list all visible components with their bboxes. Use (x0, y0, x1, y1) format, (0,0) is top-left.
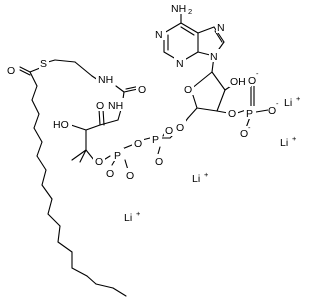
atom-n1: N (155, 29, 163, 41)
atom-oh-ribose: OH (230, 76, 246, 88)
li-ion-2-charge: + (292, 134, 297, 143)
atom-n9: N (210, 51, 218, 63)
li-ion-4-charge: + (136, 209, 141, 218)
atom-o-pyro-upper: O (165, 125, 173, 137)
atom-o-pyro-right-low: O (155, 156, 163, 168)
charge-o-p3-bottom: - (248, 123, 251, 132)
atom-p3: P (246, 108, 253, 120)
li-ion-1-charge: + (296, 94, 301, 103)
structural-formula: NH 2 N N N N OH O O P O - O - O - O O (6, 0, 301, 297)
atom-o3-bridge: O (228, 108, 236, 120)
atom-p-pyro-left: P (114, 150, 121, 162)
bond-lines (19, 13, 269, 297)
atom-o-pyro-left-low-2: O (126, 170, 134, 182)
atom-o-amide-mid: O (96, 100, 104, 112)
li-ion-3-charge: + (204, 170, 209, 179)
atom-o-pantetheine: O (95, 156, 103, 168)
atom-o-p3-top: O (248, 75, 256, 87)
atom-n7: N (217, 22, 225, 34)
li-ion-4: Li (124, 212, 132, 224)
atom-ho: HO (53, 119, 69, 131)
atom-nh-mid: NH (108, 100, 123, 112)
atom-nh-top: NH (98, 74, 113, 86)
atom-o-ring: O (184, 84, 192, 96)
atom-o-amide-top: O (138, 84, 146, 96)
atom-nh2: NH (171, 3, 186, 15)
atom-o-thioester: O (7, 65, 15, 77)
li-ion-3: Li (192, 173, 200, 185)
atom-labels: NH 2 N N N N OH O O P O - O - O - O O (6, 0, 280, 182)
atom-o-pyro-bridge: O (134, 138, 142, 150)
atom-o-p3-right: O (268, 105, 276, 117)
atom-n3: N (176, 58, 184, 70)
charge-o-p3-right: - (276, 99, 279, 108)
li-ion-1: Li (284, 97, 292, 109)
atom-nh2-subscript: 2 (188, 7, 192, 16)
atom-p-pyro-right: P (152, 134, 159, 146)
atom-o5: O (176, 122, 184, 134)
atom-o-p3-bottom: O (240, 128, 248, 140)
lithium-counterions: Li + Li + Li + Li + (124, 94, 301, 224)
li-ion-2: Li (280, 137, 288, 149)
atom-o-pyro-left-low: O (106, 168, 114, 180)
atom-s: S (40, 58, 47, 70)
charge-o-p3-top: - (256, 69, 259, 78)
